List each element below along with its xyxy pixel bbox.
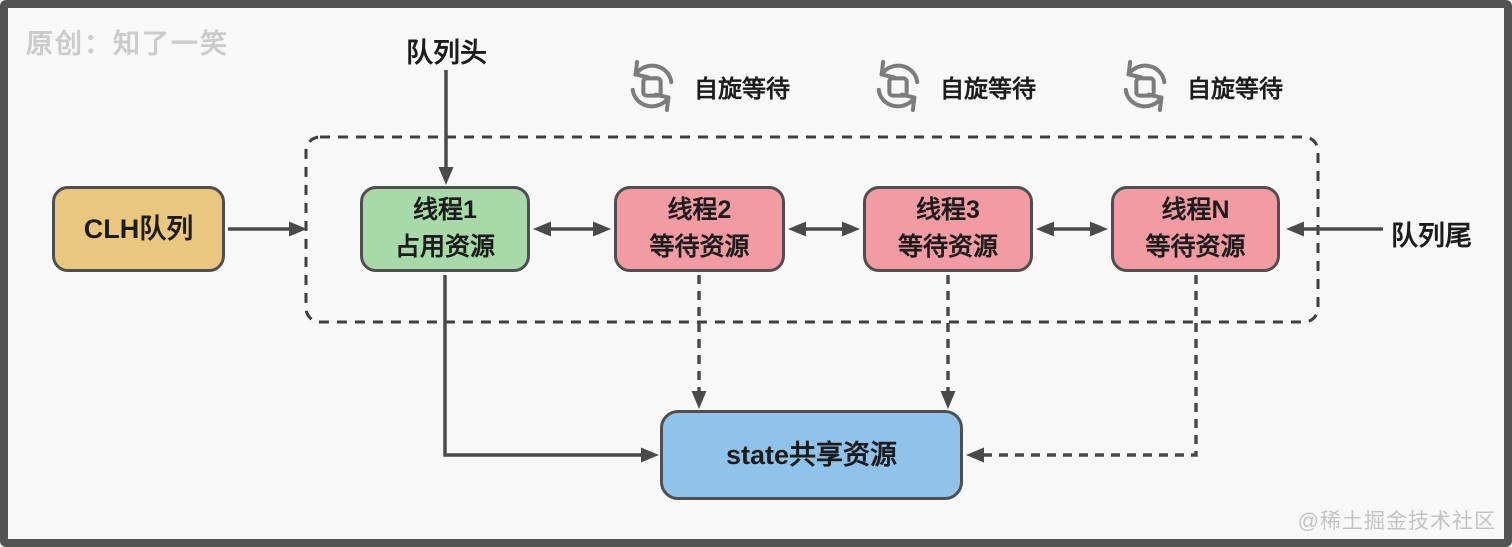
node-thread3: 线程3 等待资源 [863, 186, 1033, 272]
spin-wait-indicator-1: 自旋等待 [627, 58, 790, 114]
node-state-shared-resource: state共享资源 [660, 410, 963, 500]
node-label: CLH队列 [83, 213, 194, 244]
node-subtitle: 占用资源 [394, 233, 495, 261]
spin-refresh-icon [630, 59, 674, 113]
node-threadN: 线程N 等待资源 [1111, 186, 1280, 272]
spin-wait-label: 自旋等待 [1187, 75, 1283, 103]
spin-wait-indicator-3: 自旋等待 [1120, 58, 1283, 114]
spin-wait-label: 自旋等待 [940, 75, 1036, 103]
node-subtitle: 等待资源 [649, 233, 750, 261]
queue-head-label: 队列头 [406, 38, 487, 68]
watermark-author: 原创：知了一笑 [26, 29, 229, 59]
queue-tail-label: 队列尾 [1391, 221, 1472, 251]
spin-wait-indicator-2: 自旋等待 [873, 58, 1036, 114]
node-title: 线程3 [916, 195, 980, 224]
node-title: 线程N [1161, 195, 1230, 224]
node-clh-queue: CLH队列 [52, 186, 225, 272]
watermark-community: @稀土掘金技术社区 [1297, 510, 1496, 533]
node-thread2: 线程2 等待资源 [614, 186, 785, 272]
spin-refresh-icon [1123, 59, 1167, 113]
spin-refresh-icon [876, 59, 920, 113]
node-title: 线程2 [667, 195, 732, 224]
node-thread1: 线程1 占用资源 [360, 186, 530, 272]
node-label: state共享资源 [725, 439, 898, 470]
node-subtitle: 等待资源 [1145, 233, 1246, 261]
node-title: 线程1 [413, 195, 477, 224]
node-subtitle: 等待资源 [897, 233, 998, 261]
spin-wait-label: 自旋等待 [694, 75, 790, 103]
